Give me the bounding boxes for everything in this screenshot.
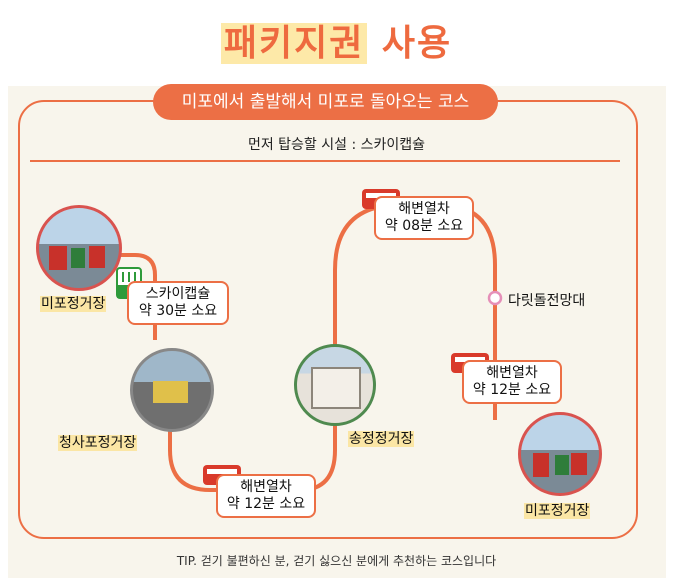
course-label: 미포에서 출발해서 미포로 돌아오는 코스: [153, 84, 498, 120]
train3-time: 약 12분 소요: [472, 382, 552, 398]
songjeong-station-photo: [294, 344, 376, 426]
songjeong-label: 송정정거장: [348, 431, 415, 447]
train3-name: 해변열차: [486, 365, 538, 381]
train3-ticket: 해변열차 약 12분 소요: [462, 360, 562, 404]
first-boarding-text: 먼저 탑승할 시설 : 스카이캡슐: [247, 137, 426, 153]
page-title: 패키지권 사용: [0, 14, 673, 66]
train1-time: 약 12분 소요: [226, 496, 306, 512]
skycapsule-ticket: 스카이캡슐 약 30분 소요: [127, 281, 229, 325]
mipo-end-label: 미포정거장: [524, 503, 591, 519]
cheongsapo-station-photo: [130, 348, 214, 432]
train2-name: 해변열차: [398, 201, 450, 217]
train1-name: 해변열차: [240, 479, 292, 495]
divider: [30, 160, 620, 162]
skycapsule-name: 스카이캡슐: [145, 286, 211, 302]
train2-time: 약 08분 소요: [384, 218, 464, 234]
mipo-start-station-photo: [36, 205, 122, 291]
daritdol-label: 다릿돌전망대: [508, 293, 586, 309]
train1-ticket: 해변열차 약 12분 소요: [216, 474, 316, 518]
mipo-end-station-photo: [518, 412, 602, 496]
skycapsule-time: 약 30분 소요: [138, 303, 218, 319]
mipo-start-label: 미포정거장: [40, 296, 107, 312]
title-highlight: 패키지권: [220, 23, 368, 64]
cheongsapo-label: 청사포정거장: [58, 435, 138, 451]
tip-text: TIP. 걷기 불편하신 분, 걷기 싫으신 분에게 추천하는 코스입니다: [176, 554, 497, 568]
train2-ticket: 해변열차 약 08분 소요: [374, 196, 474, 240]
daritdol-marker: [487, 290, 503, 306]
title-rest: 사용: [367, 23, 453, 64]
route-line: [90, 203, 497, 492]
